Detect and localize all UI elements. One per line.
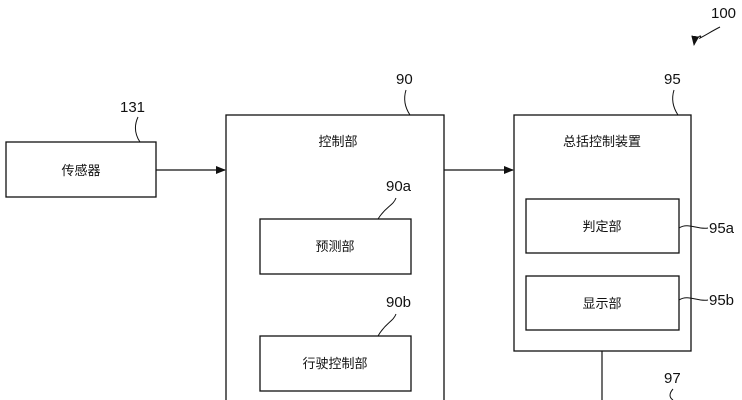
display-label: 显示部 [582,297,621,312]
integrated-control-leader-line [672,89,679,116]
judgment-ref-number: 95a [709,220,735,237]
sensor-ref-number: 131 [120,99,145,116]
prediction-block [259,218,412,275]
system-ref-arrow [691,26,721,46]
control-unit-label: 控制部 [318,135,357,150]
sensor-label: 传感器 [61,163,100,179]
bottom-ref-number: 97 [664,370,681,387]
display-block [525,275,680,331]
driving-control-ref-number: 90b [386,294,411,311]
driving-control-leader-line [377,313,397,337]
bottom-leader-line [669,388,674,400]
prediction-ref-number: 90a [386,178,412,195]
driving-control-block [259,335,412,392]
judgment-label: 判定部 [582,220,621,235]
prediction-leader-line [377,197,397,220]
judgment-leader-line [678,225,709,229]
judgment-block [525,198,680,254]
control-unit-leader-line [404,89,411,116]
sensor-leader-line [134,116,141,143]
control-unit-ref-number: 90 [396,71,413,88]
display-ref-number: 95b [709,292,734,309]
integrated-control-label: 总括控制装置 [563,135,641,150]
system-ref-number: 100 [711,5,736,22]
display-leader-line [678,297,709,301]
sensor-block [5,141,157,198]
driving-control-label: 行驶控制部 [302,357,367,372]
prediction-label: 预测部 [315,240,354,255]
integrated-control-ref-number: 95 [664,71,681,88]
